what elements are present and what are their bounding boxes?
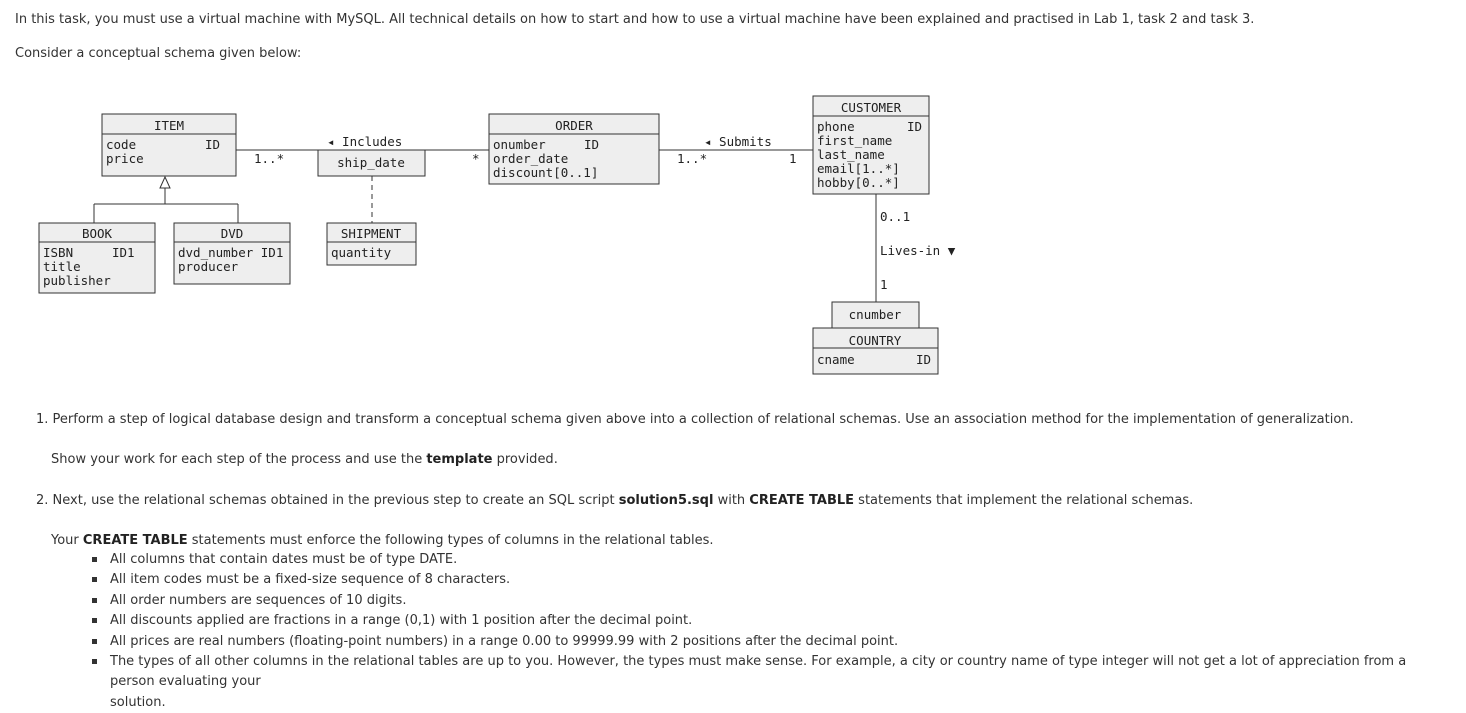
book-attr-title: title [43, 259, 81, 274]
generalization [93, 175, 239, 223]
customer-attr-last-name: last_name [817, 147, 885, 162]
task-1-text: 1. Perform a step of logical database de… [36, 412, 1354, 427]
lives-in-label: Lives-in ▼ [880, 243, 956, 258]
task-2-requirements-intro: Your CREATE TABLE statements must enforc… [51, 533, 714, 548]
order-attr-onumber-key: ID [584, 137, 599, 152]
requirement-item: All discounts applied are fractions in a… [92, 611, 1442, 631]
requirement-item: All columns that contain dates must be o… [92, 550, 1442, 570]
country-attr-cname-key: ID [916, 352, 931, 367]
customer-attr-phone: phone [817, 119, 855, 134]
country-class: COUNTRY cname ID [812, 327, 939, 375]
includes-mult-item: 1..* [254, 151, 284, 166]
item-title: ITEM [154, 118, 184, 133]
item-attr-price: price [106, 151, 144, 166]
intro-schema-text: Consider a conceptual schema given below… [15, 46, 302, 61]
includes-attr-ship-date: ship_date [337, 155, 405, 170]
qualifier-label: cnumber [849, 307, 902, 322]
customer-attr-first-name: first_name [817, 133, 892, 148]
item-attr-code: code [106, 137, 136, 152]
generalization-triangle-icon [159, 175, 171, 189]
book-attr-publisher: publisher [43, 273, 111, 288]
book-attr-isbn-key: ID1 [112, 245, 135, 260]
customer-attr-phone-key: ID [907, 119, 922, 134]
order-title: ORDER [555, 118, 593, 133]
lives-in-mult-country: 1 [880, 277, 888, 292]
shipment-attr-quantity: quantity [331, 245, 392, 260]
order-attr-onumber: onumber [493, 137, 546, 152]
template-link-text: template [426, 452, 493, 467]
cnumber-qualifier: cnumber [831, 301, 920, 329]
dvd-title: DVD [221, 226, 244, 241]
country-title: COUNTRY [849, 333, 902, 348]
order-class: ORDER onumber ID order_date discount[0..… [488, 113, 660, 185]
dvd-attr-producer: producer [178, 259, 239, 274]
solution-filename: solution5.sql [618, 493, 714, 508]
submits-label: ◂ Submits [704, 134, 772, 149]
submits-mult-order: 1..* [677, 151, 707, 166]
item-class: ITEM code ID price [101, 113, 237, 177]
includes-label: ◂ Includes [327, 134, 402, 149]
customer-attr-email: email[1..*] [817, 161, 900, 176]
order-attr-order-date: order_date [493, 151, 568, 166]
dvd-attr-number: dvd_number ID1 [178, 245, 283, 260]
shipment-title: SHIPMENT [341, 226, 402, 241]
requirement-item: All item codes must be a fixed-size sequ… [92, 570, 1442, 590]
submits-mult-customer: 1 [789, 151, 797, 166]
includes-mult-order: * [472, 151, 480, 166]
country-attr-cname: cname [817, 352, 855, 367]
lives-in-association: 0..1 Lives-in ▼ 1 [875, 194, 956, 302]
book-title: BOOK [82, 226, 113, 241]
requirement-item-continuation: solution. [110, 694, 166, 710]
requirement-item: All prices are real numbers (floating-po… [92, 632, 1442, 652]
submits-association: ◂ Submits 1..* 1 [659, 134, 813, 166]
intro-text: In this task, you must use a virtual mac… [15, 12, 1255, 27]
customer-title: CUSTOMER [841, 100, 902, 115]
requirements-list: All columns that contain dates must be o… [92, 550, 1442, 713]
conceptual-schema-diagram: ITEM code ID price BOOK ISBN ID1 title p… [38, 95, 956, 375]
order-attr-discount: discount[0..1] [493, 165, 598, 180]
book-class: BOOK ISBN ID1 title publisher [38, 222, 156, 294]
lives-in-mult-customer: 0..1 [880, 209, 910, 224]
task-2-text: 2. Next, use the relational schemas obta… [36, 493, 1194, 508]
customer-attr-hobby: hobby[0..*] [817, 175, 900, 190]
item-attr-code-key: ID [205, 137, 220, 152]
requirement-item: All order numbers are sequences of 10 di… [92, 591, 1442, 611]
dvd-class: DVD dvd_number ID1 producer [173, 222, 291, 285]
customer-class: CUSTOMER phone ID first_name last_name e… [812, 95, 930, 195]
book-attr-isbn: ISBN [43, 245, 73, 260]
shipment-class: SHIPMENT quantity [326, 222, 417, 266]
task-1-note: Show your work for each step of the proc… [51, 452, 558, 467]
requirement-item: The types of all other columns in the re… [92, 652, 1442, 693]
includes-association: 1..* * ◂ Includes ship_date [236, 134, 489, 224]
